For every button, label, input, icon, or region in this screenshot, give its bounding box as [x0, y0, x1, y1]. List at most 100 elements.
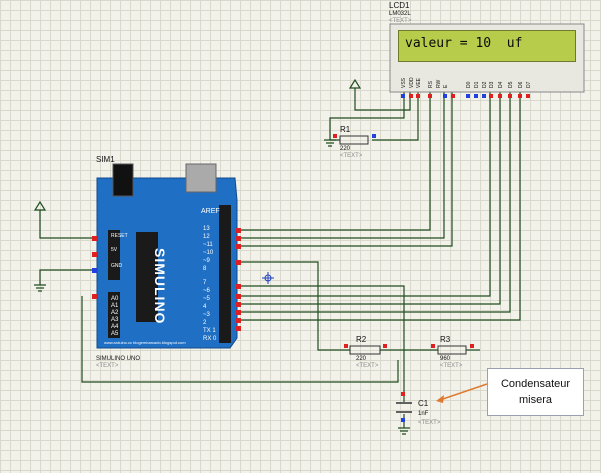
dc-jack [112, 163, 134, 197]
analog-pin-label: A5 [111, 331, 119, 337]
digital-pins [236, 228, 241, 331]
digital-pin-label: RX 0 [203, 336, 217, 342]
analog-pin-label: A3 [111, 317, 119, 323]
wire-rw [232, 92, 453, 247]
wires [39, 88, 521, 428]
digital-header [219, 205, 231, 343]
lcd-screen: valeur = 10 uf [398, 30, 576, 62]
wire-d4 [232, 92, 491, 297]
lcd-pin-label: D6 [518, 81, 524, 88]
lcd-pins [401, 94, 530, 98]
lcd-pin-label: E [443, 84, 449, 88]
r2-ref: R2 [356, 335, 367, 344]
arduino-brand: SIMULINO [152, 248, 168, 325]
digital-pin-label: 2 [203, 320, 207, 326]
cursor-crosshair-icon [262, 272, 274, 284]
r3-ref: R3 [440, 335, 451, 344]
c1-ref: C1 [418, 399, 429, 408]
r1-text-placeholder: <TEXT> [340, 153, 363, 159]
wire-rs [232, 92, 431, 231]
callout-line-1: Condensateur [500, 378, 571, 390]
resistor-r1[interactable] [339, 135, 369, 145]
wire-gnd-left [39, 269, 95, 285]
digital-pin-label: ~6 [203, 288, 210, 294]
analog-pin-label: A0 [111, 296, 119, 302]
arduino-name: SIMULINO UNO [96, 356, 141, 362]
lcd-pin-label: D2 [482, 81, 488, 88]
usb-connector [185, 163, 217, 193]
wire-a0 [81, 296, 399, 383]
ground-icon [34, 284, 46, 292]
capacitor-c1[interactable] [396, 392, 412, 422]
lcd-pin-label: RS [428, 81, 434, 88]
digital-pin-label: ~9 [203, 258, 210, 264]
arduino-ref: SIM1 [96, 155, 115, 164]
analog-pin-label: A2 [111, 310, 119, 316]
power-pin-label: 5V [111, 247, 118, 253]
digital-pin-label: 7 [203, 280, 207, 286]
wire-pin8-r2 [232, 261, 350, 351]
resistor-r2[interactable] [349, 345, 381, 355]
arduino-board[interactable] [96, 177, 238, 349]
digital-pin-label: ~5 [203, 296, 210, 302]
lcd-pin-label: VDD [409, 77, 415, 88]
callout-line-2: misera [518, 394, 552, 406]
digital-pin-label: 4 [203, 304, 207, 310]
lcd-pin-label: D4 [498, 81, 504, 88]
r3-value: 960 [440, 356, 451, 362]
lcd-pin-label: D5 [508, 81, 514, 88]
lcd-pin-label: VSS [401, 77, 407, 88]
r2-text-placeholder: <TEXT> [356, 363, 379, 369]
callout-arrow-head [436, 395, 444, 403]
left-pins [92, 236, 97, 299]
mcu-chip [136, 232, 158, 322]
r1-value: 220 [340, 146, 351, 152]
power-pin-label: RESET [111, 233, 128, 239]
lcd-pin-label: RW [436, 79, 442, 88]
wire-e [232, 92, 445, 239]
wire-vdd-vcc [354, 88, 411, 111]
lcd-display-text: valeur = 10 uf [405, 36, 523, 51]
ground-symbols [34, 139, 410, 435]
lcd-pin-label: D3 [489, 81, 495, 88]
wire-pin7 [232, 285, 405, 350]
wire-d7 [232, 92, 521, 321]
r3-text-placeholder: <TEXT> [440, 363, 463, 369]
digital-pin-label: 8 [203, 266, 207, 272]
digital-pin-label: TX 1 [203, 328, 216, 334]
callout-arrow [439, 383, 488, 401]
c1-value: 1nF [418, 411, 429, 417]
lcd-ref: LCD1 [389, 1, 410, 10]
wire-vcc-left [39, 210, 95, 239]
analog-header [108, 292, 120, 338]
analog-pin-label: A4 [111, 324, 119, 330]
lcd-pin-label: D0 [466, 81, 472, 88]
resistor-r3[interactable] [437, 345, 467, 355]
power-arrow-icon [348, 78, 362, 89]
wire-d5 [232, 92, 501, 305]
r1-ref: R1 [340, 125, 351, 134]
ground-icon [398, 427, 410, 435]
lcd-pin-label: D1 [474, 81, 480, 88]
digital-pin-label: ~3 [203, 312, 210, 318]
arduino-text-placeholder: <TEXT> [96, 363, 119, 369]
analog-pin-label: A1 [111, 303, 119, 309]
arduino-site: www.arduino.cc blogembarcado.blogspot.co… [104, 340, 186, 345]
digital-pin-label: ~11 [203, 242, 213, 248]
digital-pin-label: 13 [203, 226, 210, 232]
digital-pin-label: ~10 [203, 250, 214, 256]
r2-value: 220 [356, 356, 367, 362]
power-header [108, 230, 120, 280]
aref-label: AREF [201, 208, 220, 215]
annotation-callout: Condensateur misera [487, 368, 584, 416]
lcd-pin-label: D7 [526, 81, 532, 88]
lcd-pin-label: VEE [416, 77, 422, 88]
lcd-part: LM032L [389, 11, 411, 17]
wire-vee-r1 [372, 92, 419, 141]
wire-vss-gnd [329, 92, 405, 140]
wire-d6 [232, 92, 511, 313]
power-pin-label: GND [111, 263, 123, 269]
lcd-text-placeholder: <TEXT> [389, 18, 412, 24]
power-symbols [33, 78, 362, 211]
ground-icon [324, 139, 336, 147]
